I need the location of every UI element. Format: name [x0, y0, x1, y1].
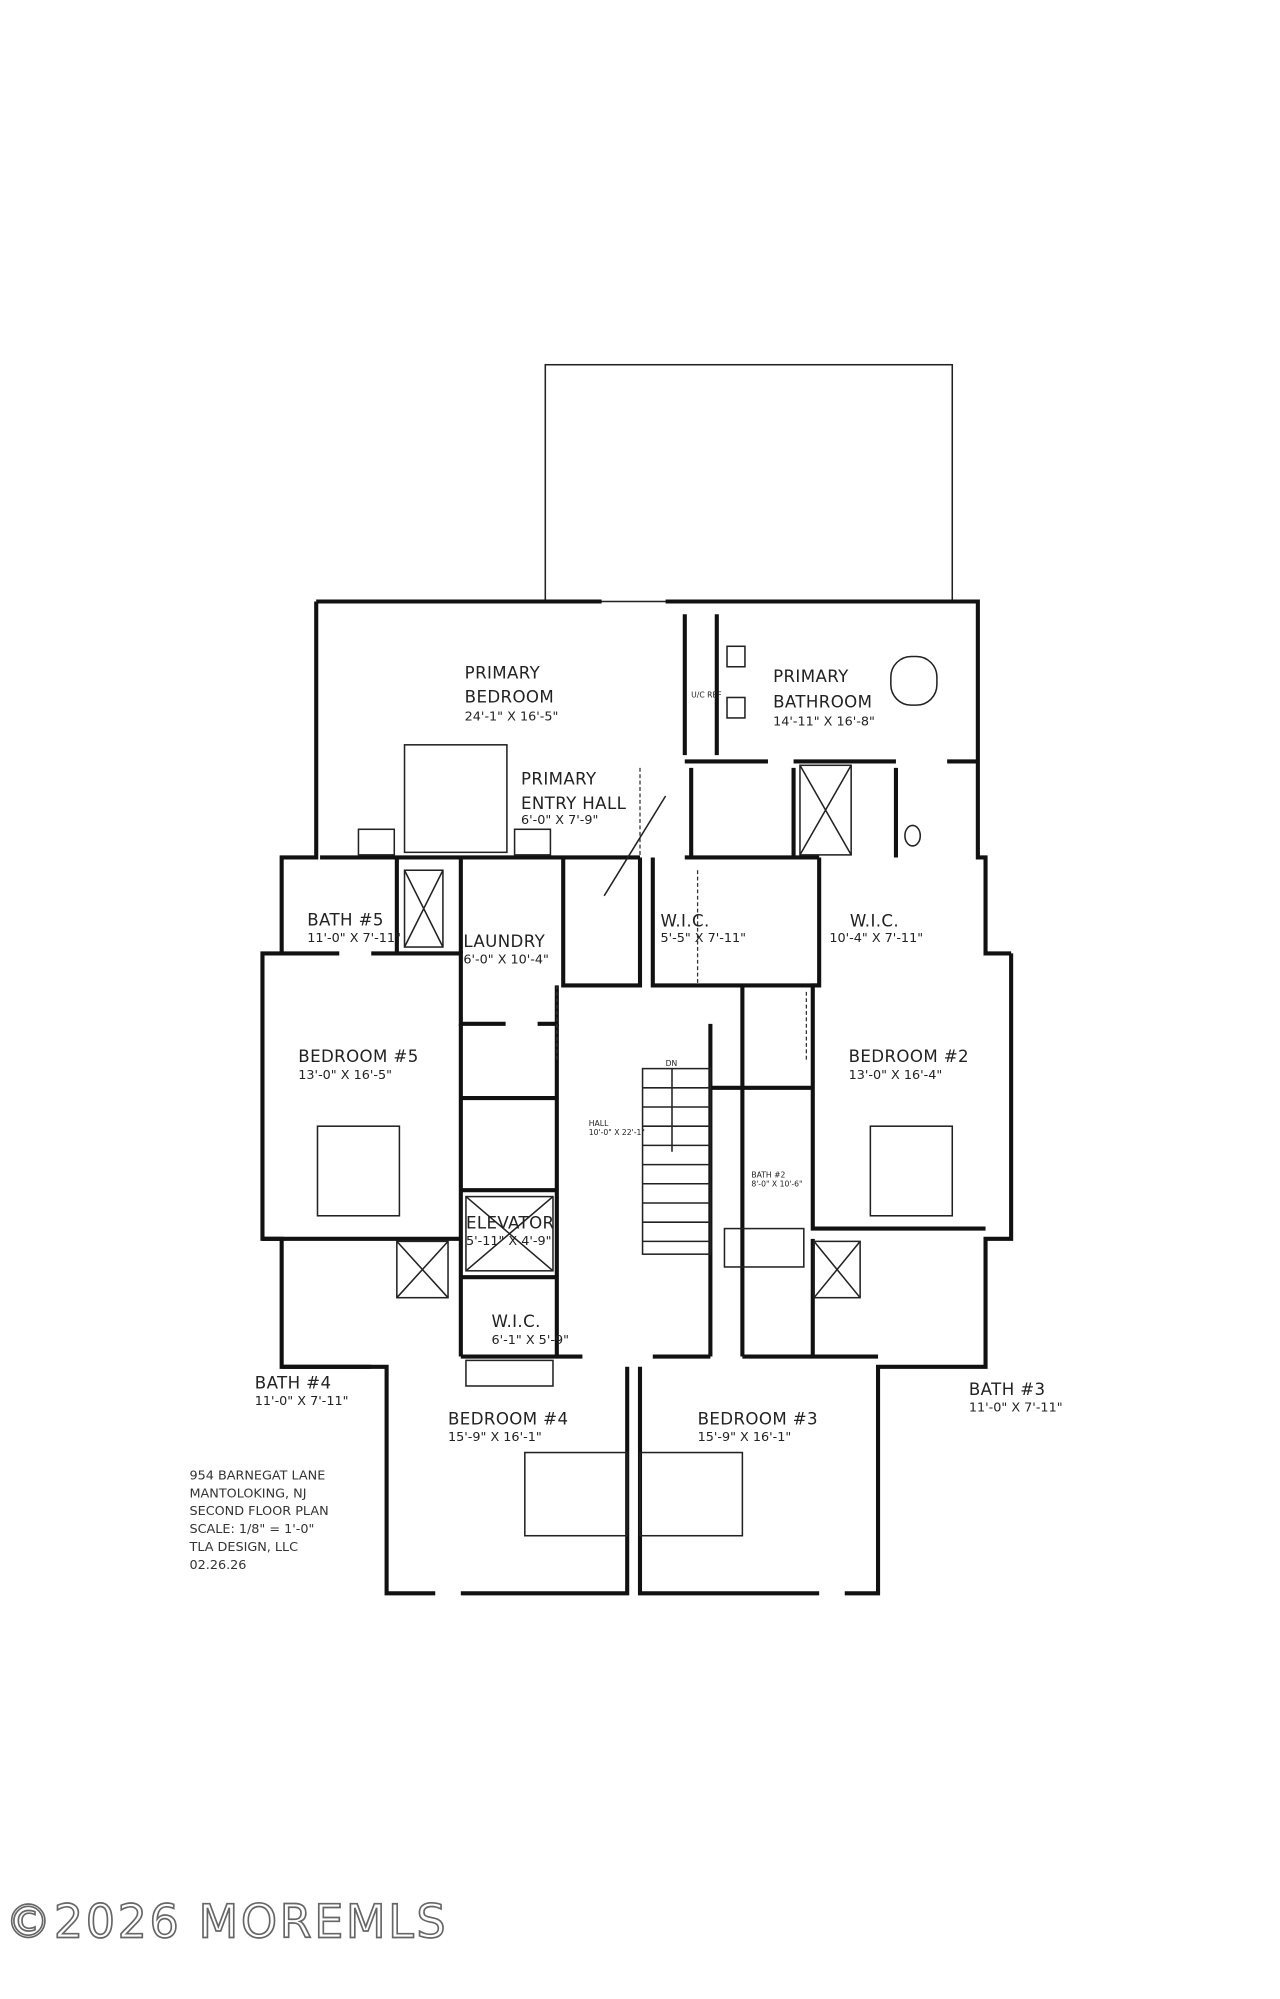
shower: [799, 764, 852, 856]
bed: [524, 1451, 628, 1537]
bedroom4-size: 15'-9" X 16'-1": [448, 1430, 542, 1445]
toilet: [904, 824, 922, 847]
entry-hall-label: PRIMARY: [521, 769, 597, 788]
scale: SCALE: 1/8" = 1'-0": [190, 1522, 315, 1537]
wic2-size: 10'-4" X 7'-11": [829, 931, 923, 946]
walls: [260, 599, 1014, 1596]
bath3-size: 11'-0" X 7'-11": [969, 1401, 1063, 1416]
bedroom3-label: BEDROOM #3: [698, 1409, 818, 1428]
primary-bedroom-label: PRIMARY: [465, 663, 541, 682]
stair-dn-label: DN: [666, 1059, 678, 1068]
bed: [639, 1451, 744, 1537]
bedroom5-label: BEDROOM #5: [298, 1047, 418, 1066]
primary-bathroom-label-2: BATHROOM: [773, 693, 872, 712]
elevator-size: 5'-11" X 4'-9": [466, 1234, 552, 1249]
bedroom3-size: 15'-9" X 16'-1": [698, 1430, 792, 1445]
bath3-label: BATH #3: [969, 1380, 1046, 1399]
wic2-label: W.I.C.: [850, 912, 899, 931]
primary-bathroom-label: PRIMARY: [773, 667, 849, 686]
bathtub: [890, 655, 938, 706]
entry-hall-label-2: ENTRY HALL: [521, 794, 627, 813]
bath2-label: BATH #2: [751, 1170, 785, 1179]
wic3-label: W.I.C.: [492, 1312, 541, 1331]
bedroom5-size: 13'-0" X 16'-5": [298, 1068, 392, 1083]
wic3-size: 6'-1" X 5'-9": [492, 1333, 569, 1348]
laundry-label: LAUNDRY: [463, 932, 545, 951]
designer: TLA DESIGN, LLC: [189, 1540, 299, 1555]
stair: DN: [641, 1059, 712, 1255]
primary-bathroom-size: 14'-11" X 16'-8": [773, 715, 875, 730]
tub: [723, 1227, 805, 1268]
wic-ref-label: U/C REF: [691, 690, 722, 699]
bath2-size: 8'-0" X 10'-6": [751, 1179, 802, 1188]
hall-size: 10'-0" X 22'-1": [589, 1128, 645, 1137]
address: 954 BARNEGAT LANE: [190, 1468, 326, 1483]
bath4-size: 11'-0" X 7'-11": [255, 1394, 349, 1409]
bedroom2-size: 13'-0" X 16'-4": [849, 1068, 943, 1083]
watermark: ©2026 MOREMLS: [5, 1895, 448, 1949]
laundry-size: 6'-0" X 10'-4": [463, 953, 549, 968]
bed: [869, 1125, 954, 1217]
town: MANTOLOKING, NJ: [190, 1486, 307, 1501]
shower: [403, 869, 444, 948]
title-block: 954 BARNEGAT LANE MANTOLOKING, NJ SECOND…: [189, 1468, 329, 1573]
bed: [403, 744, 508, 854]
bedroom4-label: BEDROOM #4: [448, 1409, 568, 1428]
bath5-size: 11'-0" X 7'-11": [307, 931, 401, 946]
wic1-label: W.I.C.: [660, 912, 709, 931]
entry-hall-size: 6'-0" X 7'-9": [521, 813, 598, 828]
primary-bedroom-label-2: BEDROOM: [465, 688, 554, 707]
hall-label: HALL: [589, 1119, 609, 1128]
bath5-label: BATH #5: [307, 910, 384, 929]
fixtures: [316, 645, 954, 1537]
bath4-label: BATH #4: [255, 1374, 332, 1393]
deck-outline: [544, 363, 954, 603]
date: 02.26.26: [190, 1558, 247, 1573]
sheet-title: SECOND FLOOR PLAN: [190, 1504, 329, 1519]
primary-bedroom-size: 24'-1" X 16'-5": [465, 710, 559, 725]
room-labels: PRIMARY BEDROOM 24'-1" X 16'-5" PRIMARY …: [255, 663, 1063, 1445]
bedroom2-label: BEDROOM #2: [849, 1047, 969, 1066]
bed: [316, 1125, 401, 1217]
elevator-label: ELEVATOR: [466, 1214, 555, 1233]
wic1-size: 5'-5" X 7'-11": [660, 931, 746, 946]
